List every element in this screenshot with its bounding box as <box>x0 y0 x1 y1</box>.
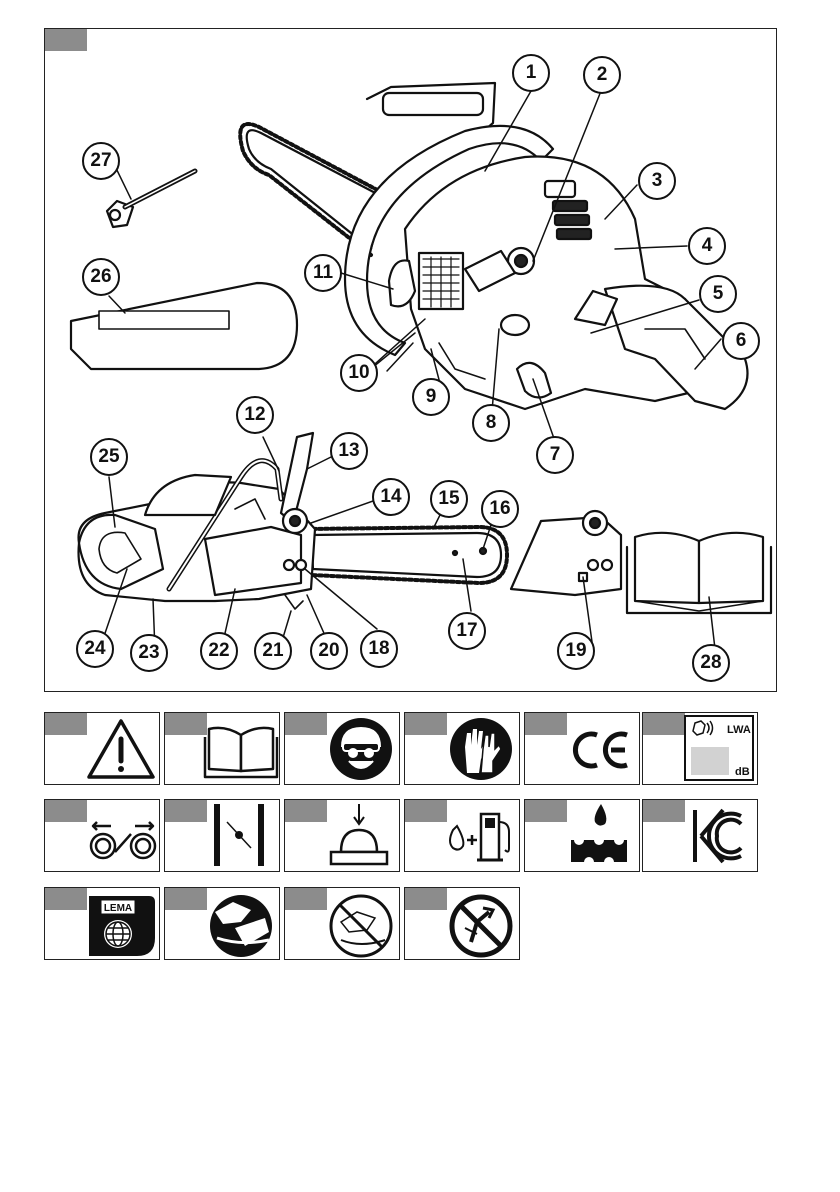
chain-oil-icon <box>525 800 639 871</box>
rotation-direction-icon <box>45 800 159 871</box>
callout-25: 25 <box>90 438 128 476</box>
ce-mark-icon <box>525 713 639 784</box>
callout-11: 11 <box>304 254 342 292</box>
no-kickback-icon <box>405 888 519 959</box>
symbol-ce-mark <box>524 712 640 785</box>
callout-8: 8 <box>472 404 510 442</box>
callout-16: 16 <box>481 490 519 528</box>
warning-triangle-icon <box>45 713 159 784</box>
symbol-fuel-mixture <box>404 799 520 872</box>
symbol-read-manual <box>164 712 280 785</box>
lema-logo-icon: LEMA <box>45 888 159 959</box>
upper-starter-handle <box>389 260 415 306</box>
callout-4: 4 <box>688 227 726 265</box>
callout-7: 7 <box>536 436 574 474</box>
callout-13: 13 <box>330 432 368 470</box>
symbol-kc-mark <box>642 799 758 872</box>
callout-27: 27 <box>82 142 120 180</box>
lwa-label: LWA <box>727 724 751 736</box>
gloves-icon <box>405 713 519 784</box>
callout-18: 18 <box>360 630 398 668</box>
lower-chainsaw <box>79 433 507 609</box>
combination-spanner <box>107 171 195 227</box>
callout-10: 10 <box>340 354 378 392</box>
callout-23: 23 <box>130 634 168 672</box>
symbol-protective-headgear <box>284 712 400 785</box>
callout-9: 9 <box>412 378 450 416</box>
callout-1: 1 <box>512 54 550 92</box>
callout-2: 2 <box>583 56 621 94</box>
symbol-gloves <box>404 712 520 785</box>
symbol-no-one-hand-operation <box>284 887 400 960</box>
callout-20: 20 <box>310 632 348 670</box>
no-one-hand-icon <box>285 888 399 959</box>
callout-6: 6 <box>722 322 760 360</box>
symbol-chain-direction <box>44 799 160 872</box>
open-book-icon <box>165 713 279 784</box>
fuel-mixture-icon <box>405 800 519 871</box>
main-figure: 1 2 3 4 5 6 7 8 9 10 11 12 13 14 15 16 1… <box>44 28 777 692</box>
callout-19: 19 <box>557 632 595 670</box>
lower-guide-bar <box>311 533 501 577</box>
callout-14: 14 <box>372 478 410 516</box>
choke-icon <box>165 800 279 871</box>
symbol-lema: LEMA <box>44 887 160 960</box>
callout-24: 24 <box>76 630 114 668</box>
symbol-warning <box>44 712 160 785</box>
sound-power-label-icon: LWA dB <box>643 713 757 784</box>
callout-12: 12 <box>236 396 274 434</box>
symbol-choke <box>164 799 280 872</box>
callout-22: 22 <box>200 632 238 670</box>
lema-text: LEMA <box>104 903 132 914</box>
symbol-sound-power: LWA dB <box>642 712 758 785</box>
protective-gear-icon <box>285 713 399 784</box>
callout-3: 3 <box>638 162 676 200</box>
symbol-two-hand-operation <box>164 887 280 960</box>
operators-manual <box>627 533 771 613</box>
callout-26: 26 <box>82 258 120 296</box>
primer-bulb-icon <box>285 800 399 871</box>
callout-28: 28 <box>692 644 730 682</box>
symbol-primer-bulb <box>284 799 400 872</box>
callout-5: 5 <box>699 275 737 313</box>
kc-mark-icon <box>643 800 757 871</box>
callout-17: 17 <box>448 612 486 650</box>
db-unit-label: dB <box>735 766 750 778</box>
callout-15: 15 <box>430 480 468 518</box>
chainsaw-illustration <box>45 29 778 693</box>
symbol-no-kickback <box>404 887 520 960</box>
symbol-chain-oil <box>524 799 640 872</box>
callout-21: 21 <box>254 632 292 670</box>
two-hands-icon <box>165 888 279 959</box>
